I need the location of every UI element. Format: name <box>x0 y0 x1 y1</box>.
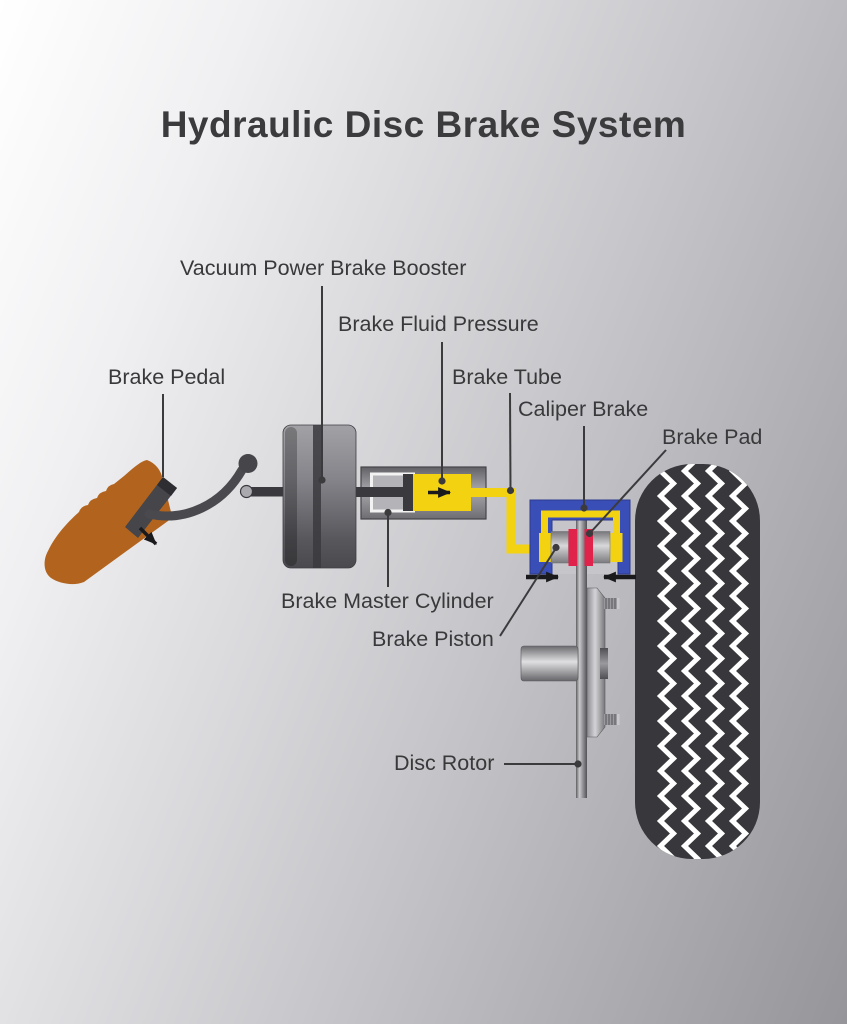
shoe <box>44 460 172 585</box>
rotor-in-caliper <box>576 519 587 579</box>
caliper-fluid-left <box>539 533 551 562</box>
master-piston <box>403 474 413 511</box>
disc-rotor-bar <box>576 522 587 798</box>
pedal-plate <box>125 477 177 538</box>
label-brake-master-cylinder: Brake Master Cylinder <box>281 589 494 613</box>
tire-tread-zigzag <box>728 464 750 859</box>
brake-tube-line <box>470 488 539 554</box>
pedal-plate-cap <box>157 477 177 496</box>
lug-stud-bottom <box>604 714 620 725</box>
leader-lines <box>162 286 667 765</box>
hub-center-bore <box>600 648 608 679</box>
label-caliper-brake: Caliper Brake <box>518 397 649 421</box>
tire-treads <box>656 464 750 859</box>
leader-piston <box>499 547 557 637</box>
caliper-fluid-right <box>610 533 623 562</box>
master-cylinder <box>356 466 487 520</box>
caliper-group <box>526 499 636 583</box>
booster-output-rod <box>356 487 404 497</box>
pedal-pushrod <box>245 487 289 497</box>
brake-pad-left <box>568 529 577 566</box>
pedal-arm-ball <box>238 454 258 473</box>
booster-seam <box>313 425 321 568</box>
tire <box>635 464 760 859</box>
label-brake-pedal: Brake Pedal <box>108 365 226 389</box>
pedal-force-arrow <box>138 526 158 546</box>
disc-rotor-assembly <box>520 522 620 798</box>
brake-piston-right <box>592 531 611 564</box>
vacuum-booster <box>282 424 357 569</box>
caliper-fluid-channel <box>541 510 620 536</box>
pedal-pivot-pin <box>239 484 254 499</box>
label-vacuum-power-brake-booster: Vacuum Power Brake Booster <box>180 256 467 280</box>
leader-dots <box>318 476 594 768</box>
label-brake-pad: Brake Pad <box>662 425 763 449</box>
tire-tread-zigzag <box>680 464 702 859</box>
page-title: Hydraulic Disc Brake System <box>160 104 687 145</box>
tire-tread-zigzag <box>704 464 726 859</box>
wheel-hub <box>586 587 606 738</box>
label-brake-fluid-pressure: Brake Fluid Pressure <box>338 312 539 336</box>
label-brake-piston: Brake Piston <box>372 627 494 651</box>
label-disc-rotor: Disc Rotor <box>394 751 495 775</box>
axle-shaft <box>520 645 579 682</box>
tire-tread-zigzag <box>656 464 678 859</box>
leader-pad <box>589 449 667 534</box>
label-brake-tube: Brake Tube <box>452 365 562 389</box>
leader-tube <box>509 392 512 490</box>
lug-stud-top <box>604 598 620 609</box>
pedal-arm <box>144 465 247 521</box>
brake-pad-right <box>584 529 593 566</box>
brake-pedal-group <box>44 454 289 585</box>
booster-left-cap <box>285 427 297 566</box>
